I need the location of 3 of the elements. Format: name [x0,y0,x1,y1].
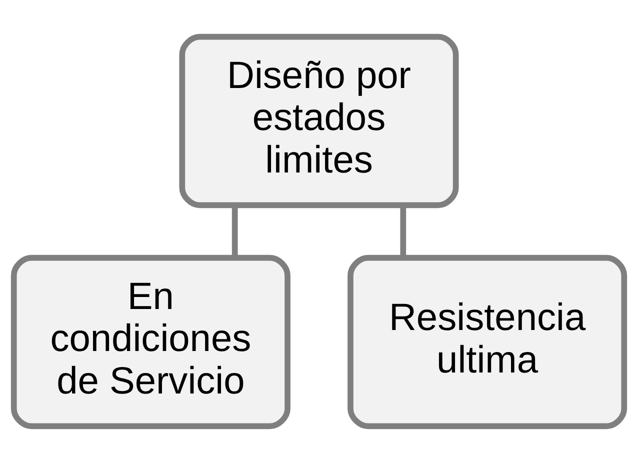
node-box: En condiciones de Servicio [10,254,290,429]
node-box: Resistencia ultima [348,254,628,429]
node-box: Diseño por estados limites [179,33,459,208]
